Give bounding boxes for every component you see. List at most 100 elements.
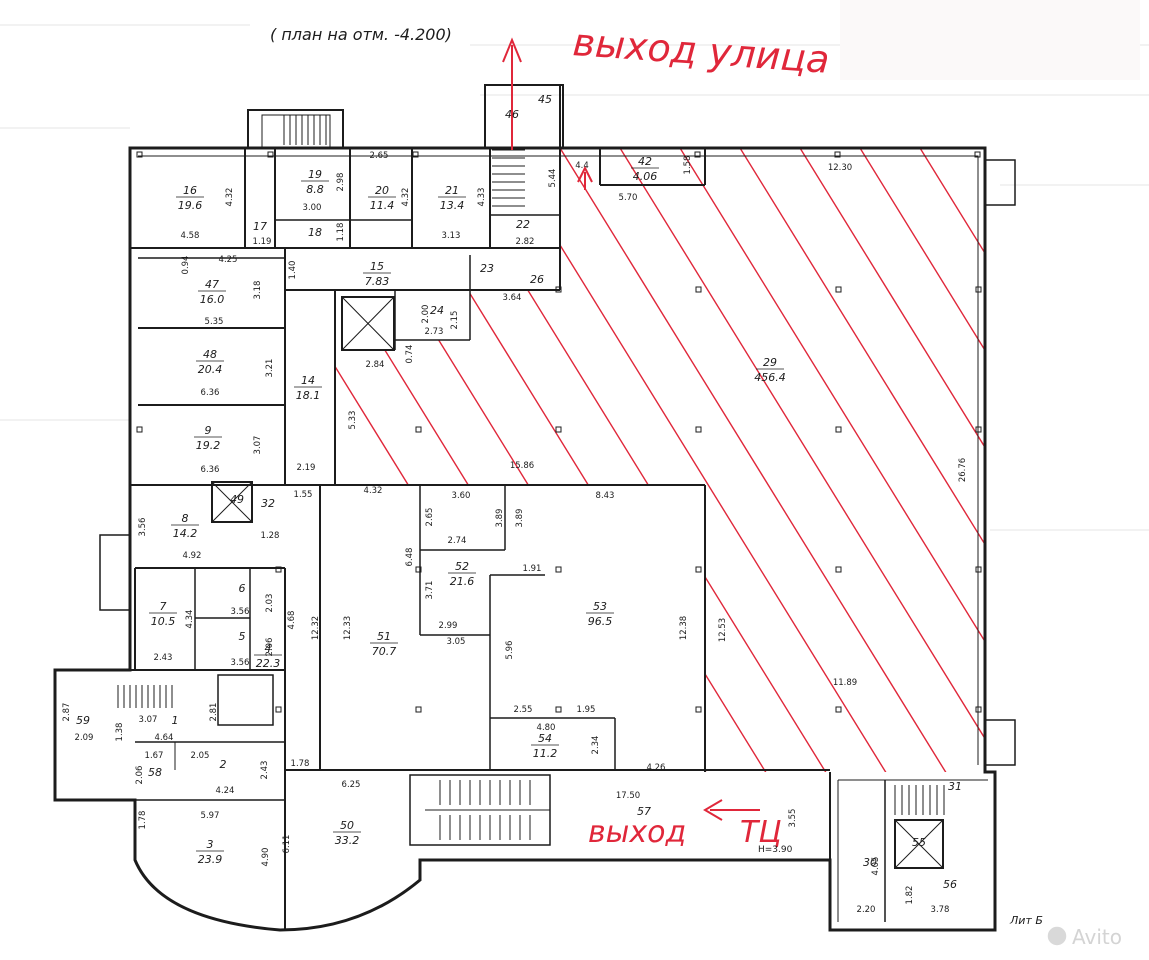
- dimension-label: 2.43: [260, 761, 270, 780]
- room-area: 18.1: [296, 389, 321, 402]
- dimension-label: 2.98: [336, 173, 346, 192]
- dimension-label: 5.33: [348, 411, 358, 430]
- height-note: H=3.90: [758, 845, 793, 855]
- dimension-label: 2.20: [857, 905, 876, 915]
- dimension-label: 3.18: [253, 281, 263, 300]
- room-9-label: 919.2: [194, 424, 222, 452]
- room-number: 8: [182, 512, 189, 525]
- room-number: 6: [239, 582, 246, 595]
- room-area: 96.5: [588, 615, 613, 628]
- dimension-label: 2.09: [75, 733, 94, 743]
- room-2-label: 2: [220, 758, 227, 771]
- room-49-label: 49: [230, 493, 244, 506]
- room-59-label: 59: [76, 714, 90, 727]
- room-number: 48: [203, 348, 217, 361]
- room-number: 24: [430, 304, 444, 317]
- watermark: Avito: [1046, 925, 1122, 949]
- watermark-text: Avito: [1072, 925, 1122, 949]
- room-number: 16: [183, 184, 197, 197]
- column-markers: [136, 151, 982, 713]
- room-number: 58: [148, 766, 162, 779]
- room-number: 42: [638, 155, 652, 168]
- dimension-label: 1.58: [683, 156, 693, 175]
- dimension-label: 4.33: [477, 188, 487, 207]
- dimension-label: 3.60: [452, 491, 471, 501]
- dimension-label: 11.89: [833, 678, 857, 688]
- room-number: 45: [538, 93, 552, 106]
- dimension-label: 1.78: [291, 759, 310, 769]
- room-number: 47: [205, 278, 219, 291]
- room-7-label: 710.5: [149, 600, 177, 628]
- room-number: 18: [308, 226, 322, 239]
- room-number: 56: [943, 878, 957, 891]
- room-number: 31: [948, 780, 962, 793]
- room-number: 50: [340, 819, 354, 832]
- room-29-label: 29 456.4: [754, 356, 786, 384]
- room-number: 59: [76, 714, 90, 727]
- room-number: 7: [160, 600, 167, 613]
- room-19-label: 198.8: [301, 168, 329, 196]
- dimension-label: 2.34: [591, 736, 601, 755]
- exit-tc-label: ТЦ: [740, 815, 782, 850]
- room-number: 21: [445, 184, 459, 197]
- room-number: 53: [593, 600, 607, 613]
- dimension-label: 3.21: [265, 359, 275, 378]
- room-area: 23.9: [198, 853, 223, 866]
- dimension-label: 2.19: [297, 463, 316, 473]
- dimension-label: 2.65: [370, 151, 389, 161]
- room-number: 29: [763, 356, 777, 369]
- dimension-label: 2.00: [421, 305, 431, 324]
- dimension-label: 3.55: [788, 809, 798, 828]
- dimension-label: 12.32: [311, 616, 321, 640]
- dimension-label: 5.96: [505, 641, 515, 660]
- room-area: 456.4: [754, 371, 786, 384]
- dimension-label: 4.68: [287, 611, 297, 630]
- dimension-label: 1.67: [145, 751, 164, 761]
- room-number: 57: [637, 805, 651, 818]
- room-area: 70.7: [372, 645, 397, 658]
- room-24-label: 24: [430, 304, 444, 317]
- dimension-label: 1.78: [138, 811, 148, 830]
- room-number: 22: [516, 218, 530, 231]
- room-number: 9: [205, 424, 212, 437]
- dimension-label: 1.95: [577, 705, 596, 715]
- room-number: 14: [301, 374, 315, 387]
- dimension-label: 3.89: [495, 509, 505, 528]
- room-45-label: 45: [538, 93, 552, 106]
- dimension-label: 5.97: [201, 811, 220, 821]
- dimension-label: 2.73: [425, 327, 444, 337]
- stair-treads: [117, 115, 945, 840]
- room-number: 15: [370, 260, 384, 273]
- dimension-label: 12.33: [343, 616, 353, 640]
- dimension-label: 3.78: [931, 905, 950, 915]
- room-area: 19.6: [178, 199, 203, 212]
- dimension-label: 4.32: [225, 188, 235, 207]
- room-number: 26: [530, 273, 544, 286]
- room-area: 13.4: [440, 199, 465, 212]
- room-number: 3: [207, 838, 214, 851]
- room-1-label: 1: [172, 714, 179, 727]
- room-area: 21.6: [450, 575, 475, 588]
- plan-title: ( план на отм. -4.200): [270, 25, 452, 44]
- dimension-label: 2.43: [154, 653, 173, 663]
- dimension-label: 1.18: [336, 223, 346, 242]
- room-number: 55: [912, 836, 926, 849]
- room-area: 16.0: [200, 293, 225, 306]
- room-number: 1: [172, 714, 179, 727]
- dimension-label: 12.38: [679, 616, 689, 640]
- room-3-label: 323.9: [196, 838, 224, 866]
- dimension-label: 4.24: [216, 786, 235, 796]
- dimension-label: 1.55: [294, 490, 313, 500]
- dimension-label: 1.38: [115, 723, 125, 742]
- room-number: 32: [261, 497, 275, 510]
- room-58-label: 58: [148, 766, 162, 779]
- dimension-label: 2.06: [265, 638, 275, 657]
- exit-arrows: [502, 37, 760, 821]
- dimension-label: 2.82: [516, 237, 535, 247]
